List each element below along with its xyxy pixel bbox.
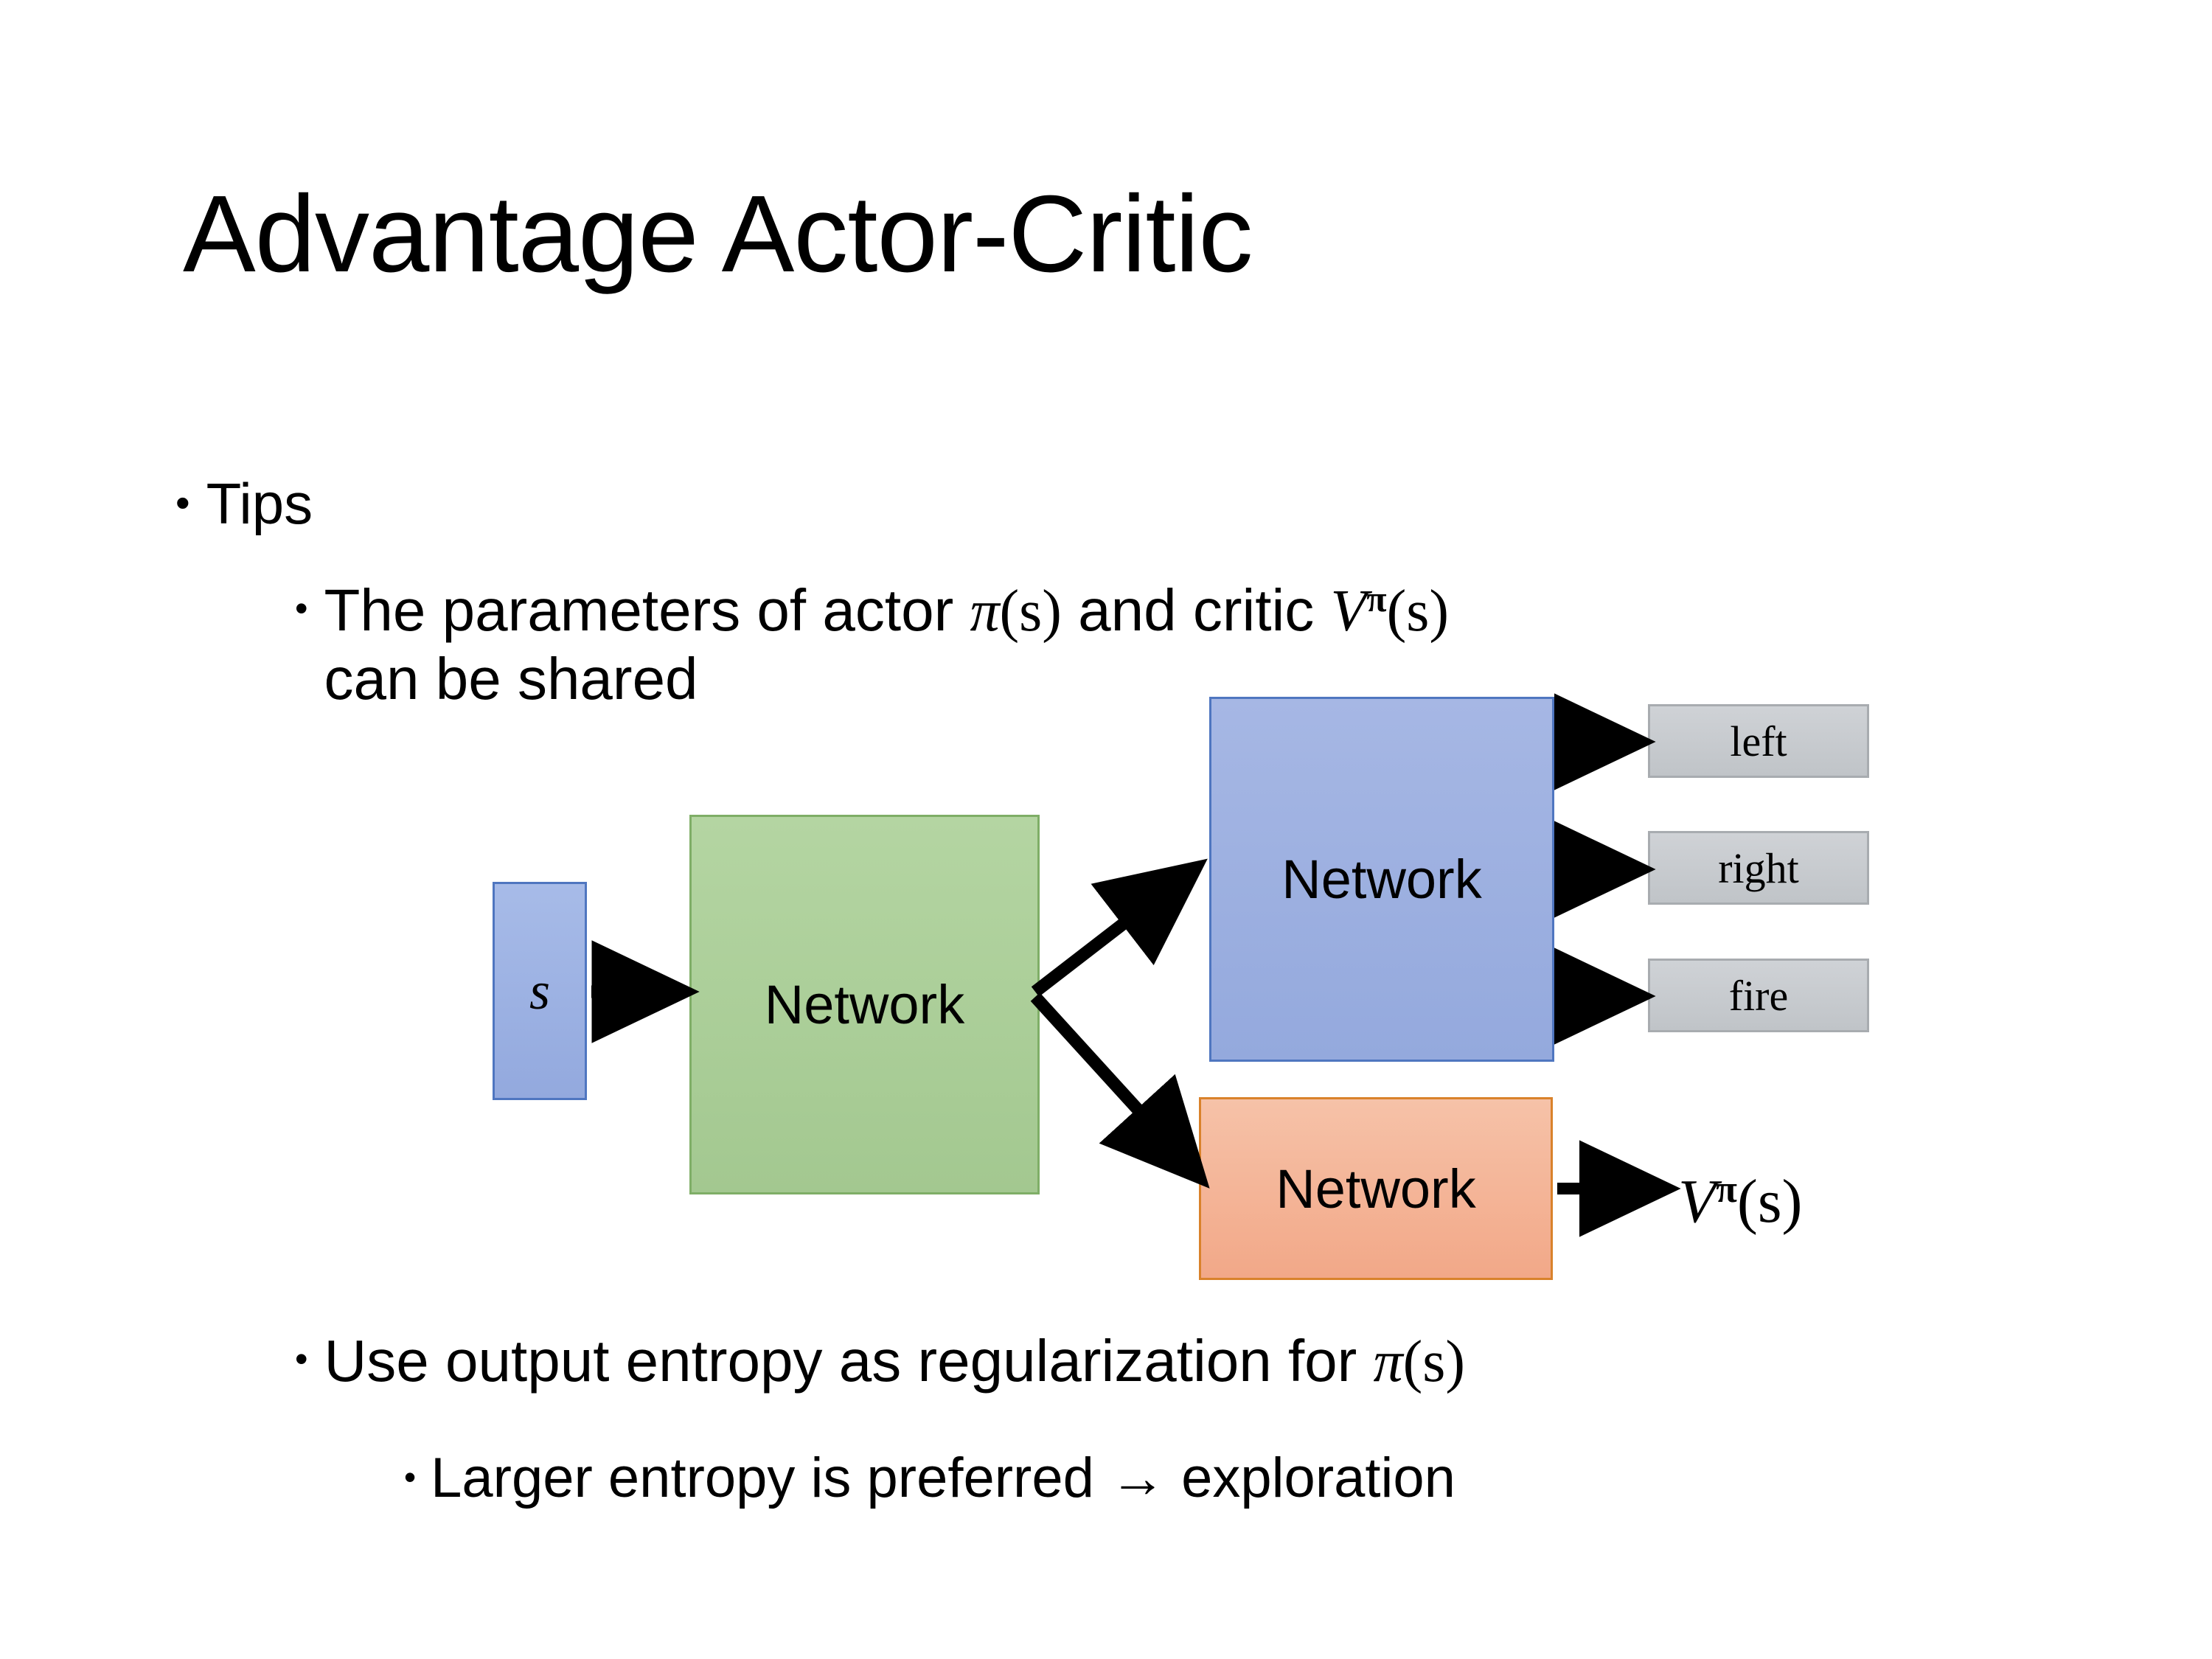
bullet-larger-entropy: • Larger entropy is preferred → explorat… [404, 1447, 2100, 1511]
bullet-marker-icon: • [175, 479, 190, 526]
critic-output-superscript: π [1716, 1168, 1737, 1211]
action-box-right: right [1648, 831, 1869, 905]
bullet-marker-icon: • [404, 1458, 417, 1496]
bullet-tips-label: Tips [206, 471, 313, 536]
action-label-right: right [1718, 844, 1799, 892]
critic-output-arg: (s) [1736, 1167, 1803, 1236]
critic-v-symbol: V [1330, 579, 1367, 644]
state-input-label: s [529, 961, 551, 1020]
actor-pi-symbol: π [970, 579, 1000, 644]
page-title: Advantage Actor-Critic [183, 173, 1253, 295]
critic-network-label: Network [1276, 1158, 1476, 1220]
action-label-fire: fire [1728, 971, 1789, 1020]
entropy-prefix: Use output entropy as regularization for [324, 1328, 1374, 1394]
shared-middle: and critic [1061, 577, 1331, 643]
critic-network-box: Network [1199, 1097, 1553, 1280]
arrow-shared-to-critic [1030, 992, 1210, 1189]
actor-pi-arg: (s) [999, 579, 1062, 644]
bullet-entropy-regularization: • Use output entropy as regularization f… [295, 1327, 2065, 1396]
arrow-shared-to-actor [1031, 858, 1208, 997]
shared-network-label: Network [764, 974, 965, 1035]
entropy-pi-arg: (s) [1402, 1329, 1466, 1394]
action-box-fire: fire [1648, 959, 1869, 1032]
bullet-tips: • Tips [175, 471, 313, 536]
action-label-left: left [1730, 717, 1787, 765]
entropy-pi-symbol: π [1373, 1329, 1403, 1394]
actor-network-box: Network [1209, 697, 1554, 1062]
action-box-left: left [1648, 704, 1869, 778]
bullet-larger-entropy-label: Larger entropy is preferred → exploratio… [431, 1447, 1455, 1509]
bullet-marker-icon: • [295, 588, 308, 629]
critic-v-arg: (s) [1386, 579, 1449, 644]
critic-v-superscript: π [1366, 579, 1387, 620]
critic-output-label: Vπ(s) [1678, 1165, 1802, 1237]
shared-line2: can be shared [324, 646, 698, 712]
bullet-entropy-text: Use output entropy as regularization for… [324, 1327, 1466, 1396]
critic-output-symbol: V [1678, 1167, 1717, 1236]
actor-network-label: Network [1281, 849, 1482, 910]
bullet-marker-icon: • [295, 1338, 308, 1380]
bullet-shared-params: • The parameters of actor π(s) and criti… [295, 577, 2079, 712]
shared-network-box: Network [689, 815, 1040, 1194]
state-input-box: s [493, 882, 587, 1100]
bullet-shared-params-text: The parameters of actor π(s) and critic … [324, 577, 1449, 712]
shared-prefix: The parameters of actor [324, 577, 970, 643]
